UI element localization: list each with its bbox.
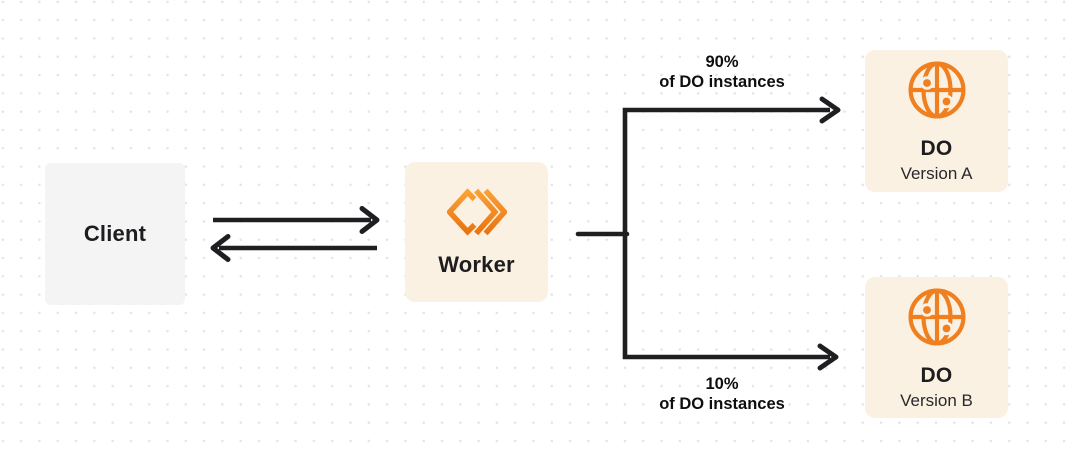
arrowhead-to-version-a — [819, 96, 841, 124]
do-a-subtitle: Version A — [900, 164, 973, 183]
traffic-label-90-percent: 90% of DO instances — [612, 52, 832, 92]
arrow-worker-to-client — [210, 234, 377, 262]
split-branch-lines — [575, 96, 841, 371]
do-b-subtitle: Version B — [900, 391, 973, 410]
worker-node: Worker — [405, 162, 548, 302]
client-node: Client — [45, 163, 185, 305]
traffic-label-10-percent: 10% of DO instances — [612, 374, 832, 414]
workers-logo-icon — [446, 187, 507, 237]
arrowhead-to-version-b — [817, 343, 839, 371]
globe-icon — [907, 287, 967, 347]
arrow-client-to-worker — [213, 206, 380, 234]
traffic-label-90-percent-value: 90% — [705, 53, 739, 71]
traffic-label-10-percent-value: 10% — [705, 375, 739, 393]
do-b-title: DO — [920, 364, 953, 387]
client-label: Client — [83, 221, 147, 246]
traffic-label-90-percent-caption: of DO instances — [659, 73, 785, 91]
worker-label: Worker — [438, 251, 515, 277]
globe-icon — [907, 60, 967, 120]
do-a-title: DO — [920, 137, 953, 160]
do-version-a-node: DO Version A — [865, 50, 1008, 192]
traffic-label-10-percent-caption: of DO instances — [659, 395, 785, 413]
do-version-b-node: DO Version B — [865, 277, 1008, 418]
